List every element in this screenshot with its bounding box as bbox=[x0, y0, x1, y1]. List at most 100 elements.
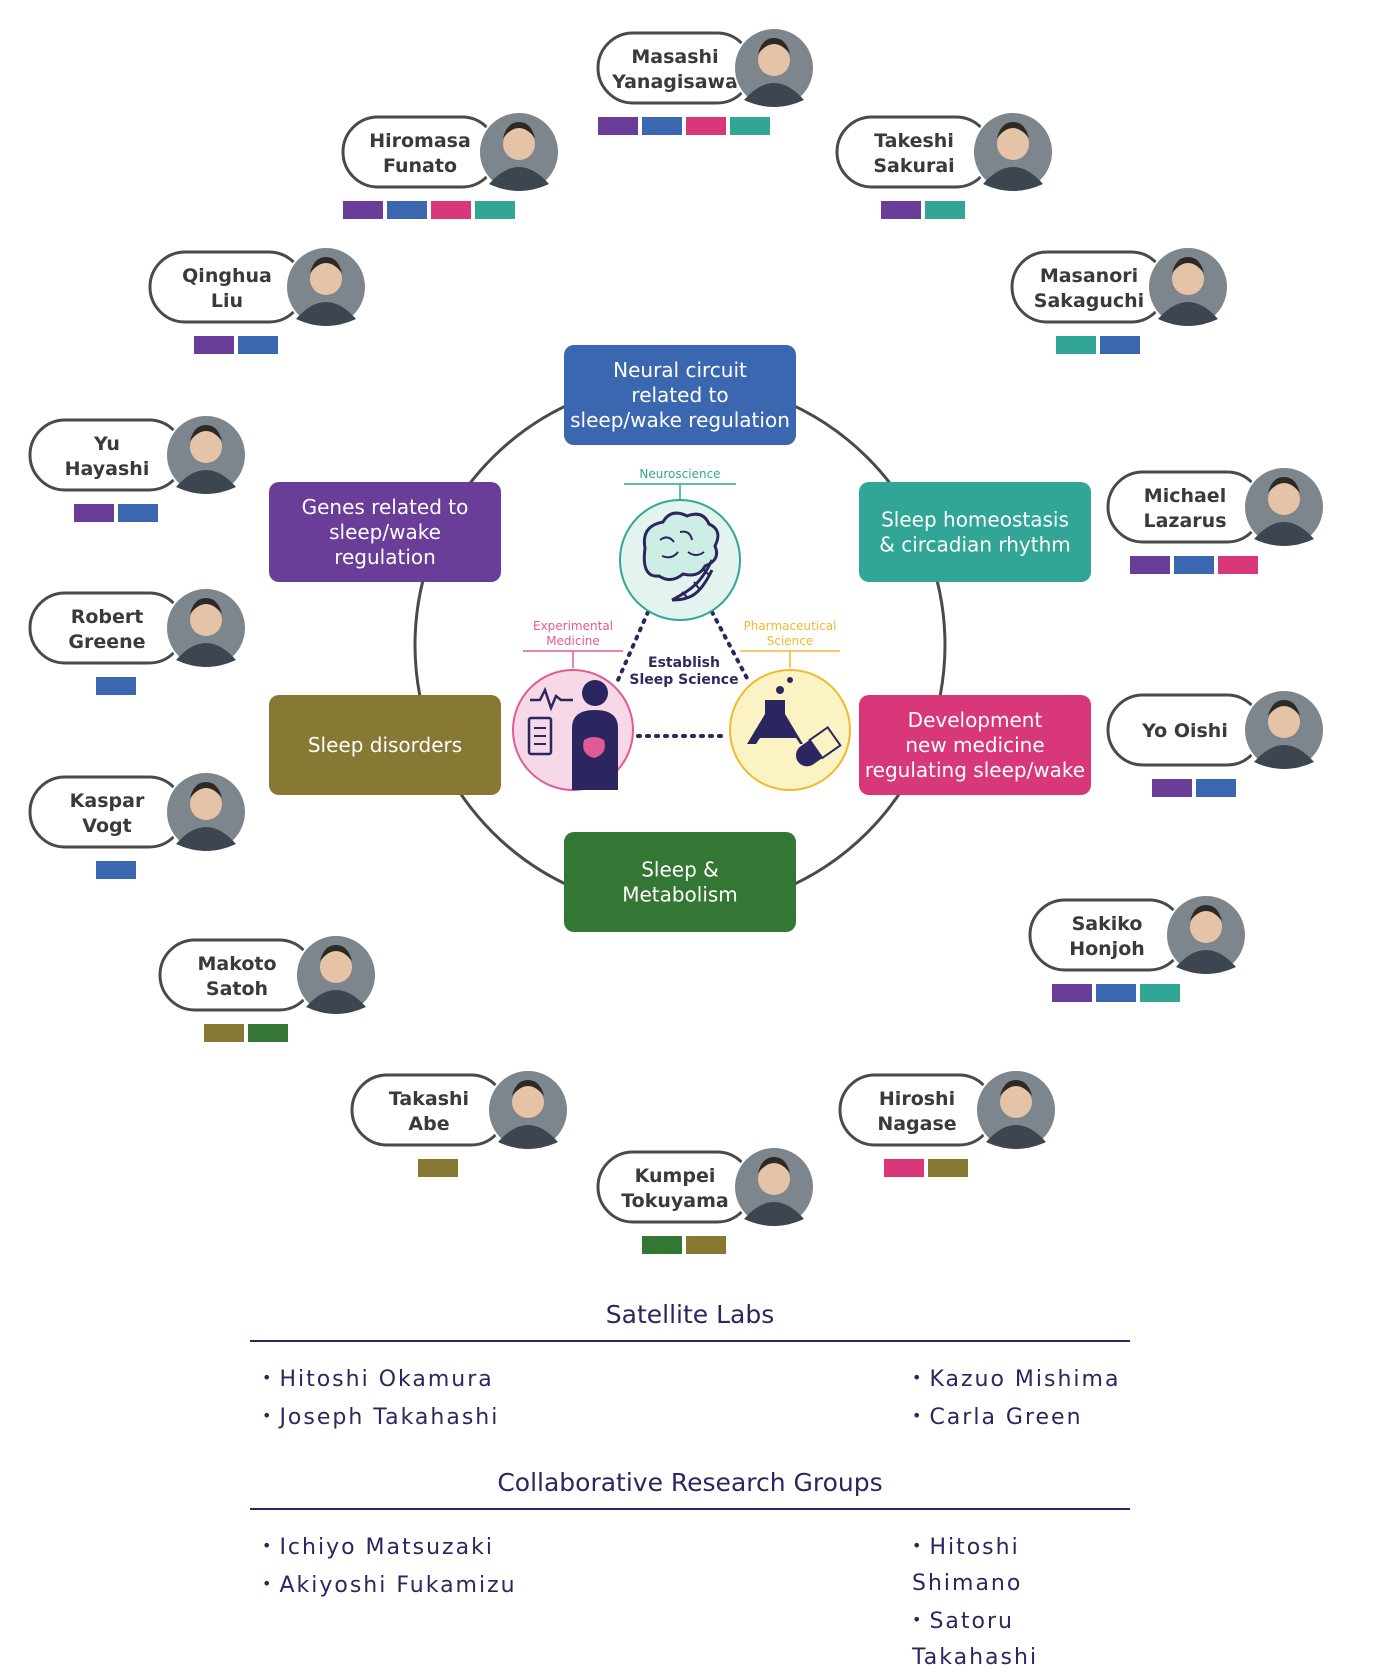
avatar bbox=[1147, 246, 1229, 328]
topic-label: Metabolism bbox=[622, 883, 738, 907]
list-item: Satoru Takahashi bbox=[912, 1602, 1130, 1676]
tag-olive bbox=[204, 1024, 244, 1042]
topic-box-bg bbox=[564, 832, 796, 932]
topic-label: Sleep disorders bbox=[308, 733, 462, 757]
researcher-first-name: Kaspar bbox=[70, 790, 145, 812]
tag-teal bbox=[730, 117, 770, 135]
tag-purple bbox=[1130, 556, 1170, 574]
tag-blue bbox=[1174, 556, 1214, 574]
avatar bbox=[295, 934, 377, 1016]
researcher-last-name: Lazarus bbox=[1143, 510, 1226, 532]
avatar bbox=[733, 27, 815, 109]
researcher-last-name: Liu bbox=[211, 290, 243, 312]
collab-divider bbox=[250, 1508, 1130, 1510]
main-ring bbox=[413, 378, 947, 912]
researcher-first-name: Kumpei bbox=[635, 1165, 716, 1187]
researcher-last-name: Funato bbox=[383, 155, 457, 177]
tag-pink bbox=[431, 201, 471, 219]
topic-box-2: Sleep homeostasis& circadian rhythm bbox=[859, 482, 1091, 582]
researcher-last-name: Satoh bbox=[206, 978, 268, 1000]
avatar bbox=[1243, 689, 1325, 771]
researcher-last-name: Tokuyama bbox=[621, 1190, 728, 1212]
experimental-label-2: Medicine bbox=[546, 634, 600, 648]
topic-label: related to bbox=[631, 383, 728, 407]
topic-label: regulating sleep/wake bbox=[865, 758, 1085, 782]
tag-olive bbox=[686, 1236, 726, 1254]
researcher-last-name: Sakaguchi bbox=[1034, 290, 1144, 312]
collab-title: Collaborative Research Groups bbox=[497, 1468, 883, 1497]
researcher-last-name: Greene bbox=[68, 631, 145, 653]
topic-label: regulation bbox=[334, 545, 436, 569]
avatar bbox=[1165, 894, 1247, 976]
topic-box-bg bbox=[859, 695, 1091, 795]
tag-blue bbox=[96, 861, 136, 879]
researcher-last-name: Abe bbox=[408, 1113, 449, 1135]
topic-label: & circadian rhythm bbox=[879, 533, 1070, 557]
list-item: Joseph Takahashi bbox=[262, 1398, 499, 1436]
tag-purple bbox=[598, 117, 638, 135]
topic-label: sleep/wake bbox=[329, 520, 441, 544]
tag-teal bbox=[1056, 336, 1096, 354]
avatar bbox=[975, 1069, 1057, 1151]
researcher-first-name: Takeshi bbox=[874, 130, 954, 152]
tag-blue bbox=[96, 677, 136, 695]
satellite-right-list: Kazuo Mishima Carla Green bbox=[912, 1360, 1120, 1436]
tag-blue bbox=[238, 336, 278, 354]
tag-blue bbox=[1096, 984, 1136, 1002]
researcher-last-name: Yanagisawa bbox=[611, 71, 738, 93]
topic-label: Development bbox=[908, 708, 1043, 732]
topic-box-bg bbox=[564, 345, 796, 445]
list-item: Hitoshi Okamura bbox=[262, 1360, 499, 1398]
tag-green bbox=[642, 1236, 682, 1254]
researcher-last-name: Sakurai bbox=[873, 155, 954, 177]
collab-left-list: Ichiyo Matsuzaki Akiyoshi Fukamizu bbox=[262, 1528, 517, 1604]
avatar bbox=[733, 1146, 815, 1228]
tag-olive bbox=[418, 1159, 458, 1177]
researcher-card: Yo Oishi bbox=[1106, 689, 1325, 797]
list-item: Kazuo Mishima bbox=[912, 1360, 1120, 1398]
researcher-first-name: Masanori bbox=[1040, 265, 1138, 287]
avatar bbox=[165, 414, 247, 496]
research-diagram: Neuroscience Experimental Medicine bbox=[28, 27, 1325, 1254]
tag-teal bbox=[925, 201, 965, 219]
researcher-first-name: Michael bbox=[1144, 485, 1226, 507]
avatar bbox=[285, 246, 367, 328]
neuroscience-icon bbox=[619, 499, 741, 621]
tag-blue bbox=[642, 117, 682, 135]
researcher-first-name: Hiromasa bbox=[369, 130, 471, 152]
list-item: Ichiyo Matsuzaki bbox=[262, 1528, 517, 1566]
collab-section: Collaborative Research Groups Ichiyo Mat… bbox=[250, 1468, 1130, 1670]
topic-box-bg bbox=[859, 482, 1091, 582]
tag-purple bbox=[1052, 984, 1092, 1002]
tag-purple bbox=[343, 201, 383, 219]
researcher-first-name: Makoto bbox=[197, 953, 276, 975]
researcher-last-name: Nagase bbox=[877, 1113, 956, 1135]
satellite-section: Satellite Labs Hitoshi Okamura Joseph Ta… bbox=[250, 1300, 1130, 1450]
researcher-first-name: Yu bbox=[93, 433, 120, 455]
collab-right-list: Hitoshi Shimano Satoru Takahashi bbox=[912, 1528, 1130, 1676]
center-triad: Neuroscience Experimental Medicine bbox=[512, 467, 851, 791]
topic-label: Sleep & bbox=[641, 858, 719, 882]
avatar bbox=[165, 771, 247, 853]
tag-olive bbox=[928, 1159, 968, 1177]
center-label-line1: Establish bbox=[648, 655, 720, 671]
researchers: MasashiYanagisawaHiromasaFunatoTakeshiSa… bbox=[28, 27, 1325, 1254]
avatar bbox=[478, 111, 560, 193]
neuroscience-label: Neuroscience bbox=[639, 467, 720, 481]
researcher-last-name: Vogt bbox=[82, 815, 131, 837]
satellite-title: Satellite Labs bbox=[605, 1300, 775, 1329]
tag-teal bbox=[475, 201, 515, 219]
topic-box-bg bbox=[269, 482, 501, 582]
